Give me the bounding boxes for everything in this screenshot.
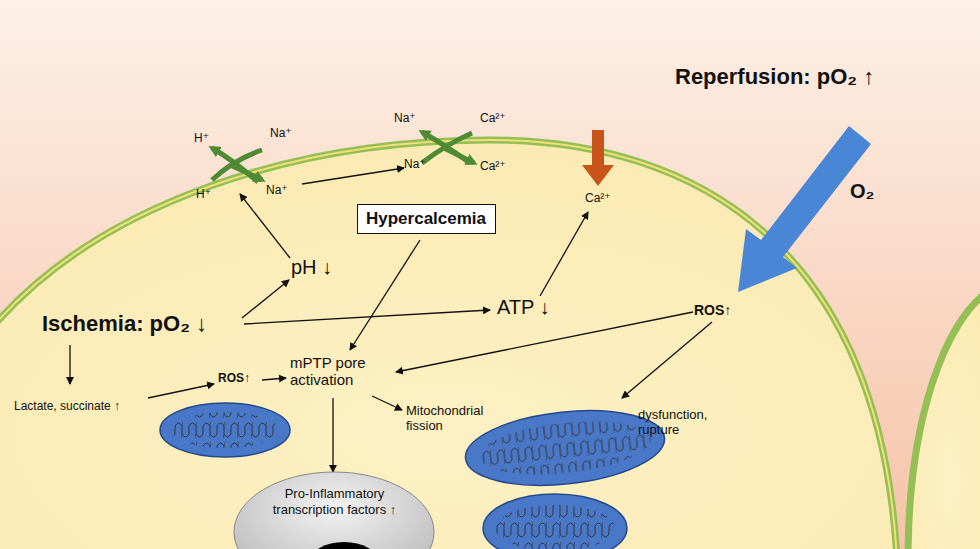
ion-label: Na⁺ <box>266 184 288 198</box>
nucleus: Pro-Inflammatory transcription factors ↑ <box>232 470 437 549</box>
ion-label: H⁺ <box>196 188 211 202</box>
node-text: Hypercalcemia <box>366 209 487 229</box>
mitochondrion <box>462 402 668 495</box>
ion-label: Ca²⁺ <box>585 192 611 206</box>
heading-label: Reperfusion: pO₂ ↑ <box>675 64 874 89</box>
ion-label: Ca²⁺ <box>480 112 506 126</box>
process-label: ATP ↓ <box>497 296 550 319</box>
ion-label: H⁺ <box>194 132 209 146</box>
cell-membrane <box>0 140 897 549</box>
process-label: mPTP pore activation <box>290 354 390 389</box>
gas-label: O₂ <box>850 180 874 203</box>
ion-label: Na⁺ <box>404 158 426 172</box>
process-label: ROS↑ <box>218 372 250 386</box>
ion-label: Na⁺ <box>270 127 292 141</box>
condition-box: Hypercalcemia <box>357 204 496 234</box>
neighbour-cell <box>908 290 980 549</box>
ion-label: Ca²⁺ <box>480 160 506 174</box>
mitochondrion <box>160 403 290 457</box>
nhe-exchanger <box>212 148 262 182</box>
process-label: ROS↑ <box>694 302 731 318</box>
mitochondrion <box>483 494 627 549</box>
ncx-exchanger <box>422 132 474 163</box>
node-text: Pro-Inflammatory transcription factors ↑ <box>255 486 415 517</box>
oxygen-arrow <box>738 126 871 292</box>
process-label: pH ↓ <box>291 256 332 279</box>
ion-label: Na⁺ <box>394 112 416 126</box>
cell-membrane-inner <box>0 140 897 549</box>
process-label: Lactate, succinate ↑ <box>14 400 120 414</box>
process-label: dysfunction, rupture <box>638 408 733 438</box>
process-label: Mitochondrial fission <box>406 404 516 434</box>
heading-label: Ischemia: pO₂ ↓ <box>42 311 207 336</box>
calcium-influx-arrow <box>582 130 614 186</box>
